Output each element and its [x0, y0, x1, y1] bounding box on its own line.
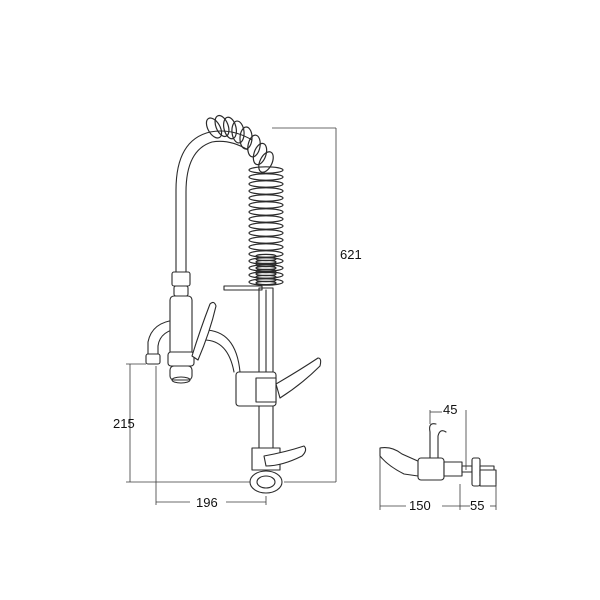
- spring-coil-loop: [248, 236, 284, 244]
- gooseneck-riser: [171, 130, 253, 297]
- dim-label-spout-reach: 196: [196, 495, 218, 510]
- dim-label-flange: 55: [470, 498, 484, 513]
- spring-coil-loop: [248, 215, 284, 223]
- spring-coil-loop: [248, 264, 284, 272]
- spring-coil-loop: [214, 114, 230, 138]
- dim-label-height-total: 621: [340, 247, 362, 262]
- spring-coil-loop: [248, 201, 284, 209]
- dim-label-wall-depth: 150: [409, 498, 431, 513]
- spring-coil-loop: [248, 229, 284, 237]
- spring-collar-ring: [255, 280, 277, 286]
- spring-coil-loop: [239, 126, 253, 150]
- spring-coil-loop: [205, 117, 223, 139]
- spring-coil-loop: [258, 151, 274, 173]
- spring-coil-loop: [252, 142, 268, 166]
- spray-head: [145, 295, 241, 384]
- spring-coil-loop: [248, 194, 284, 202]
- dimension-outlet-height: 215: [113, 363, 250, 483]
- spring-coil-loop: [247, 134, 261, 158]
- dimension-outlet-small: 45: [429, 402, 467, 470]
- spring-coil-loop: [231, 120, 245, 144]
- spring-coil-loop: [248, 187, 284, 195]
- main-column: [223, 285, 322, 494]
- spring-coil-loop: [248, 166, 284, 174]
- spring-coil: [205, 114, 284, 286]
- dimension-height-total: 621: [272, 127, 362, 483]
- side-view-tap: [379, 423, 497, 487]
- spring-coil-loop: [248, 208, 284, 216]
- dimension-wall-depth: 150: [379, 456, 461, 513]
- spring-coil-loop: [222, 116, 238, 140]
- dim-label-outlet-small: 45: [443, 402, 457, 417]
- spring-coil-loop: [248, 222, 284, 230]
- spring-coil-loop: [248, 243, 284, 251]
- spring-coil-loop: [248, 180, 284, 188]
- dimension-spout-reach: 196: [155, 366, 267, 510]
- dim-label-outlet-height: 215: [113, 416, 135, 431]
- spring-coil-loop: [248, 173, 284, 181]
- dimension-flange: 55: [460, 484, 497, 513]
